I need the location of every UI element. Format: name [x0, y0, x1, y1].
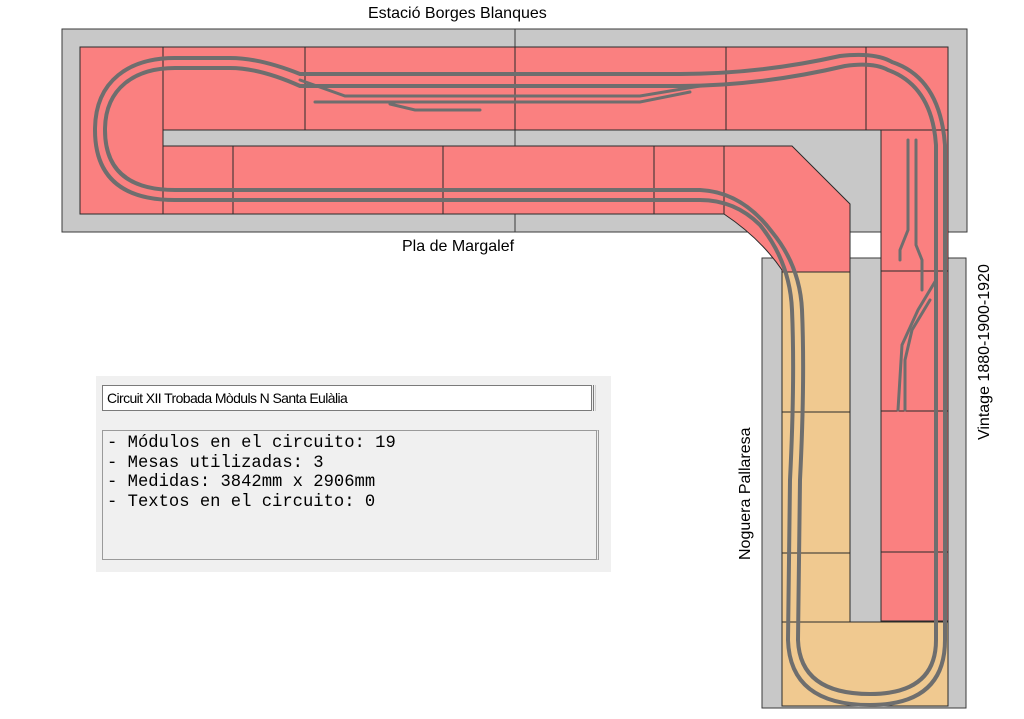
track-siding — [903, 298, 932, 412]
stat-modules: - Módulos en el circuito: 19 — [107, 434, 396, 453]
track-siding — [896, 278, 938, 412]
module — [865, 46, 949, 131]
stat-tables: - Mesas utilizadas: 3 — [107, 453, 324, 473]
module — [442, 145, 655, 215]
circuit-name-field[interactable] — [102, 385, 592, 411]
track-siding — [388, 102, 482, 112]
station-label-borges: Estació Borges Blanques — [368, 5, 547, 22]
track-siding — [313, 90, 692, 104]
module — [304, 46, 516, 131]
module — [653, 145, 725, 215]
stat-texts: - Textos en el circuito: 0 — [107, 492, 376, 512]
track-siding — [898, 138, 910, 262]
module — [232, 145, 444, 215]
circuit-stats-list: - Módulos en el circuito: 19 - Mesas uti… — [103, 431, 596, 512]
module — [514, 46, 727, 131]
stat-dimensions: - Medidas: 3842mm x 2906mm — [107, 473, 376, 493]
track-siding — [298, 78, 702, 98]
circuit-info-panel: - Módulos en el circuito: 19 - Mesas uti… — [96, 376, 611, 572]
tracks — [92, 52, 947, 708]
module — [781, 552, 851, 623]
circuit-stats-box[interactable]: - Módulos en el circuito: 19 - Mesas uti… — [102, 430, 599, 560]
field-edge — [593, 385, 596, 411]
module — [725, 46, 867, 131]
module-label-noguera: Noguera Pallaresa — [737, 427, 754, 560]
track-siding — [914, 138, 924, 292]
track-outer — [92, 52, 947, 708]
track-inner — [102, 62, 938, 697]
module-label-margalef: Pla de Margalef — [402, 238, 515, 255]
module-label-vintage: Vintage 1880-1900-1920 — [976, 264, 993, 440]
module — [162, 145, 234, 215]
